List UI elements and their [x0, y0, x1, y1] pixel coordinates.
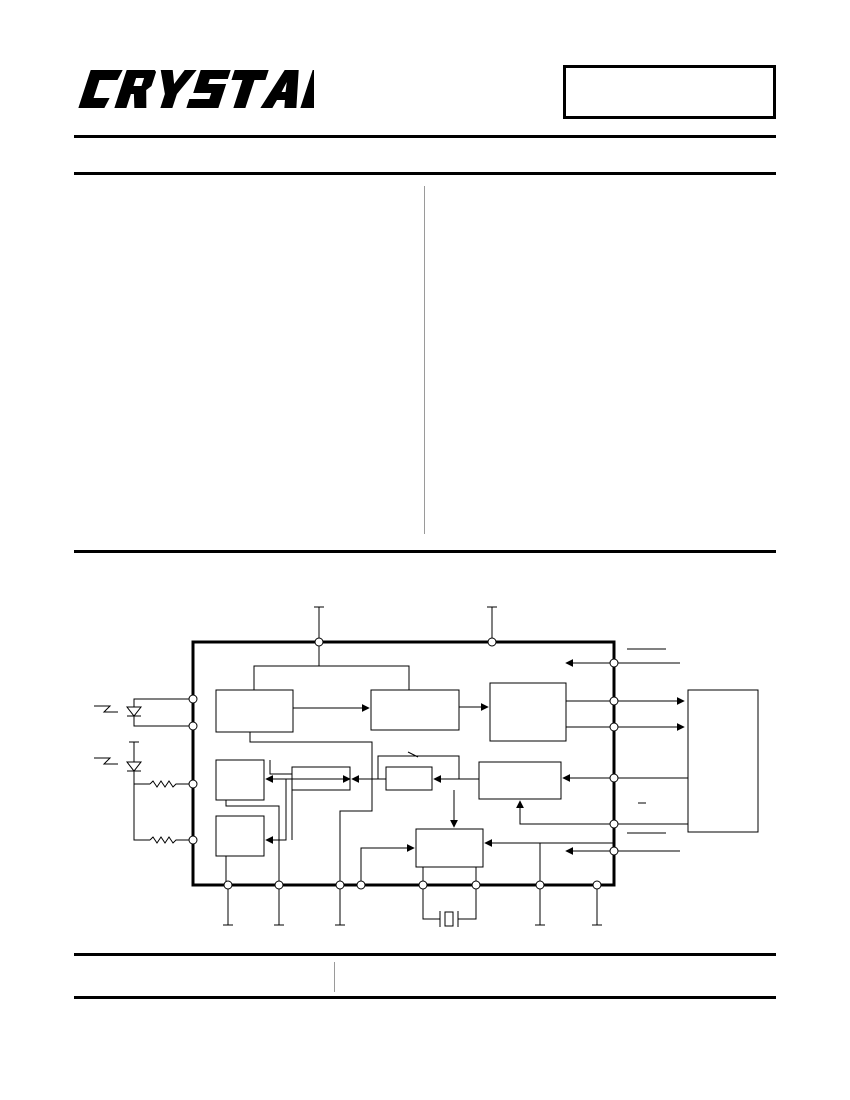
block-encoder	[478, 761, 562, 800]
block-diagram	[94, 606, 759, 927]
footer-rule-bottom	[74, 996, 776, 999]
block-oscillator	[415, 828, 484, 868]
pin-markers	[188, 658, 619, 890]
block-input-amp	[215, 689, 294, 733]
block-driver-a	[215, 759, 265, 801]
supply-pin-right	[487, 606, 497, 647]
ir-emitter-diode	[94, 741, 150, 841]
section-rule	[74, 550, 776, 553]
resistor-b	[149, 836, 193, 844]
part-number-box	[563, 65, 776, 119]
block-external-host	[687, 689, 759, 833]
footer-rule-top	[74, 953, 776, 956]
block-output-stage	[489, 682, 567, 742]
ir-receiver-diode	[94, 698, 193, 727]
ground-pins	[223, 843, 602, 926]
resistor-a	[149, 780, 193, 788]
chip-outline	[191, 640, 616, 887]
header-rule-top	[74, 135, 776, 138]
header-rule-bottom	[74, 172, 776, 175]
column-divider	[424, 186, 425, 534]
crystal-logo	[78, 70, 314, 108]
crystal-resonator	[422, 867, 477, 927]
block-mod	[385, 766, 433, 791]
block-driver-b	[215, 815, 265, 857]
footer-divider	[334, 962, 335, 992]
block-decoder	[370, 689, 460, 731]
supply-pin-left	[314, 606, 324, 647]
